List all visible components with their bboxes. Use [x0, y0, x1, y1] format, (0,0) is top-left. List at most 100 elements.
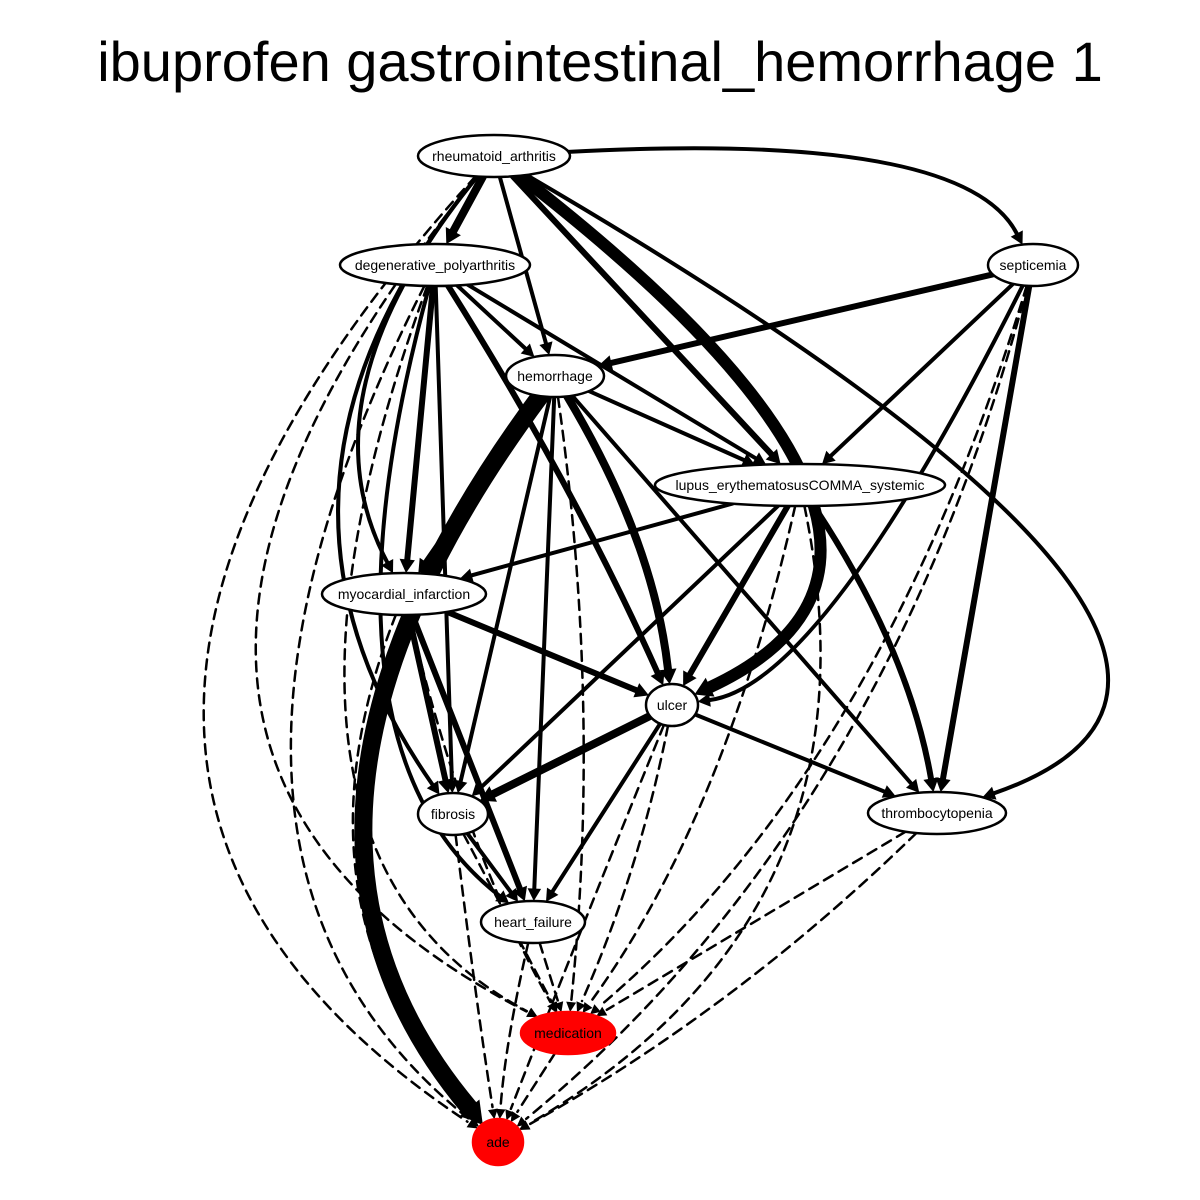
edge-dp-to-med [343, 284, 538, 1017]
edge-line [707, 283, 1025, 702]
node-dp: degenerative_polyarthritis [338, 242, 532, 288]
edge-line [469, 501, 735, 578]
edge-line [354, 387, 550, 1117]
edge-hem-to-ulcer [563, 392, 677, 685]
nodes-layer: rheumatoid_arthritisdegenerative_polyart… [320, 133, 1080, 1167]
edge-line [570, 393, 914, 786]
edge-arrowhead [683, 670, 697, 686]
edge-arrowhead [590, 1004, 601, 1015]
edge-line [524, 284, 1029, 1121]
edge-ra-to-ulcer [513, 169, 827, 697]
edge-line [465, 282, 758, 461]
edge-arrowhead [881, 785, 896, 798]
edge-arrowhead [471, 1113, 482, 1125]
edge-arrowhead [437, 778, 453, 794]
node-label: ade [486, 1134, 510, 1150]
edge-med-to-ade [510, 1051, 557, 1123]
edge-fib-to-ade [454, 833, 498, 1120]
page-title: ibuprofen gastrointestinal_hemorrhage 1 [97, 30, 1103, 93]
edge-arrowhead [765, 449, 781, 465]
edge-line [465, 831, 513, 894]
edge-arrowhead [488, 1108, 498, 1120]
edge-ra-to-thr [524, 173, 1111, 800]
edge-sep-to-ulcer [697, 283, 1025, 707]
edge-line [454, 833, 494, 1109]
edge-arrowhead [546, 887, 559, 902]
node-shape [519, 1010, 617, 1056]
edge-line [458, 394, 553, 784]
edge-sep-to-hem [598, 271, 996, 371]
node-hem: hemorrhage [504, 353, 606, 399]
node-label: ulcer [657, 697, 688, 713]
edge-arrowhead [633, 683, 649, 698]
node-shape [644, 682, 700, 728]
edge-line [538, 941, 559, 1002]
edge-line [445, 282, 661, 676]
edge-arrowhead [381, 559, 394, 574]
edge-line [608, 271, 996, 366]
edge-line [587, 389, 746, 462]
edge-line [686, 502, 791, 678]
edge-line [509, 173, 775, 458]
edge-line [499, 941, 530, 1108]
edge-thr-to-ade [519, 831, 918, 1130]
edge-sep-to-lupus [822, 281, 1016, 465]
node-lupus: lupus_erythematosusCOMMA_systemic [653, 462, 947, 508]
node-label: thrombocytopenia [881, 805, 993, 821]
edge-arrowhead [659, 668, 677, 685]
node-hf: heart_failure [479, 899, 587, 945]
edge-arrowhead [694, 677, 715, 697]
edge-line [444, 608, 640, 694]
edge-hem-to-thr [570, 393, 920, 793]
edge-ulcer-to-fib [479, 712, 654, 802]
node-label: lupus_erythematosusCOMMA_systemic [676, 477, 925, 493]
edge-arrowhead [596, 1006, 608, 1017]
edge-ra-to-dp [445, 172, 487, 245]
edge-ulcer-to-med [576, 724, 670, 1013]
edge-hem-to-hf [527, 395, 557, 901]
edge-arrowhead [697, 693, 711, 707]
edge-line [940, 282, 1033, 782]
edge-ra-to-sep [566, 146, 1023, 245]
edge-sep-to-med [590, 284, 1028, 1015]
edge-line [516, 1051, 557, 1114]
node-label: heart_failure [494, 914, 572, 930]
edge-dp-to-lupus [465, 282, 767, 465]
edge-line [489, 712, 654, 798]
edge-arrowhead [526, 1007, 538, 1017]
edge-arrowhead [527, 888, 542, 901]
node-label: medication [534, 1025, 602, 1041]
edge-lupus-to-thr [810, 502, 939, 792]
node-shape [653, 462, 947, 508]
edge-arrowhead [1010, 230, 1023, 245]
edge-line [810, 502, 934, 782]
edge-arrowhead [426, 780, 440, 795]
node-shape [504, 353, 606, 399]
edge-dp-to-mi [399, 283, 436, 573]
edge-line [351, 613, 475, 1117]
node-shape [986, 242, 1080, 288]
edge-line [528, 831, 918, 1126]
edge-thr-to-med [596, 830, 907, 1017]
node-label: fibrosis [431, 806, 475, 822]
node-label: degenerative_polyarthritis [355, 257, 515, 273]
edge-arrowhead [520, 343, 535, 357]
edge-line [462, 832, 553, 1003]
edge-sep-to-thr [935, 282, 1033, 792]
edge-line [343, 284, 529, 1013]
node-shape [866, 790, 1008, 836]
edge-line [289, 284, 471, 1121]
edge-line [455, 283, 528, 351]
node-shape [416, 133, 572, 179]
edge-arrowhead [510, 1111, 521, 1123]
node-sep: septicemia [986, 242, 1080, 288]
node-shape [320, 571, 488, 617]
node-ade: ade [471, 1117, 525, 1167]
edge-line [580, 724, 670, 1003]
edge-arrowhead [505, 887, 519, 902]
edge-arrowhead [519, 1120, 531, 1130]
node-fib: fibrosis [416, 791, 490, 837]
edge-line [202, 175, 477, 1123]
node-mi: myocardial_infarction [320, 571, 488, 617]
